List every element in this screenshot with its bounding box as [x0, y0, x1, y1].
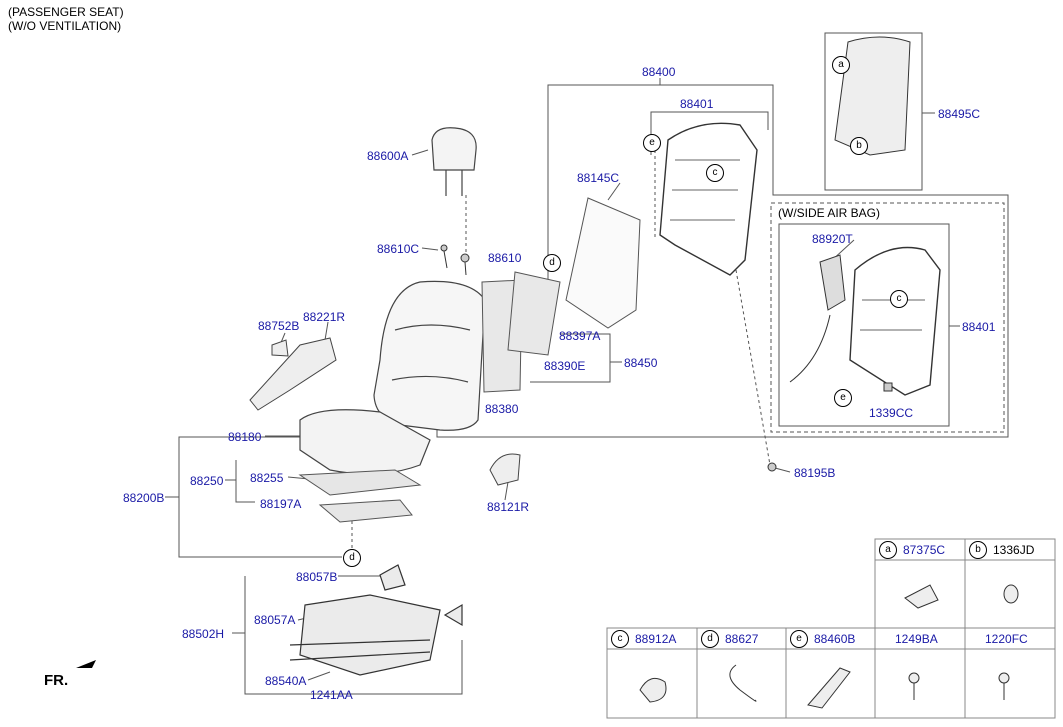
variant-label: (W/SIDE AIR BAG) [778, 206, 881, 220]
part-88380[interactable]: 88380 [485, 402, 519, 416]
legend-part-88627[interactable]: 88627 [725, 632, 759, 646]
part-88920t[interactable]: 88920T [812, 232, 853, 246]
part-88250[interactable]: 88250 [190, 474, 224, 488]
legend-part-87375c[interactable]: 87375C [903, 543, 946, 557]
part-88600a[interactable]: 88600A [367, 149, 409, 163]
part-88255[interactable]: 88255 [250, 471, 284, 485]
leader-88400-box [436, 84, 1009, 438]
callout-e: e [643, 134, 661, 152]
callout-b: b [850, 137, 868, 155]
legend-letter-d: d [701, 630, 719, 648]
part-1339cc[interactable]: 1339CC [869, 406, 914, 420]
legend-part-1249ba[interactable]: 1249BA [895, 632, 938, 646]
legend-part-1336jd[interactable]: 1336JD [993, 543, 1035, 557]
legend-letter-c: c [611, 630, 629, 648]
callout-d: d [543, 254, 561, 272]
part-88221r[interactable]: 88221R [303, 310, 346, 324]
part-88400[interactable]: 88400 [642, 65, 676, 79]
callout-c-airbag: c [890, 290, 908, 308]
part-88495c[interactable]: 88495C [938, 107, 981, 121]
callout-a: a [832, 56, 850, 74]
legend-part-1220fc[interactable]: 1220FC [985, 632, 1028, 646]
header-line-2: (W/O VENTILATION) [8, 19, 122, 33]
legend-letter-b: b [969, 541, 987, 559]
part-88610c[interactable]: 88610C [377, 242, 420, 256]
part-88397a[interactable]: 88397A [559, 329, 601, 343]
legend-letter-a: a [879, 541, 897, 559]
part-88180[interactable]: 88180 [228, 430, 262, 444]
part-1241aa[interactable]: 1241AA [310, 688, 353, 702]
part-88197a[interactable]: 88197A [260, 497, 302, 511]
part-88401-airbag[interactable]: 88401 [962, 320, 996, 334]
part-88057a[interactable]: 88057A [254, 613, 296, 627]
callout-c: c [706, 164, 724, 182]
callout-e-airbag: e [834, 389, 852, 407]
legend-letter-e: e [790, 630, 808, 648]
part-88200b[interactable]: 88200B [123, 491, 165, 505]
part-88121r[interactable]: 88121R [487, 500, 530, 514]
part-88195b[interactable]: 88195B [794, 466, 836, 480]
legend-part-88460b[interactable]: 88460B [814, 632, 856, 646]
orientation-label: FR. [44, 672, 69, 689]
part-88145c[interactable]: 88145C [577, 171, 620, 185]
part-88390e[interactable]: 88390E [544, 359, 586, 373]
part-88450[interactable]: 88450 [624, 356, 658, 370]
part-88401[interactable]: 88401 [680, 97, 714, 111]
part-88610[interactable]: 88610 [488, 251, 522, 265]
part-88752b[interactable]: 88752B [258, 319, 300, 333]
header-line-1: (PASSENGER SEAT) [8, 5, 124, 19]
part-88502h[interactable]: 88502H [182, 627, 225, 641]
part-88057b[interactable]: 88057B [296, 570, 338, 584]
legend-part-88912a[interactable]: 88912A [635, 632, 677, 646]
callout-d-cushion: d [343, 549, 361, 567]
part-88540a[interactable]: 88540A [265, 674, 307, 688]
